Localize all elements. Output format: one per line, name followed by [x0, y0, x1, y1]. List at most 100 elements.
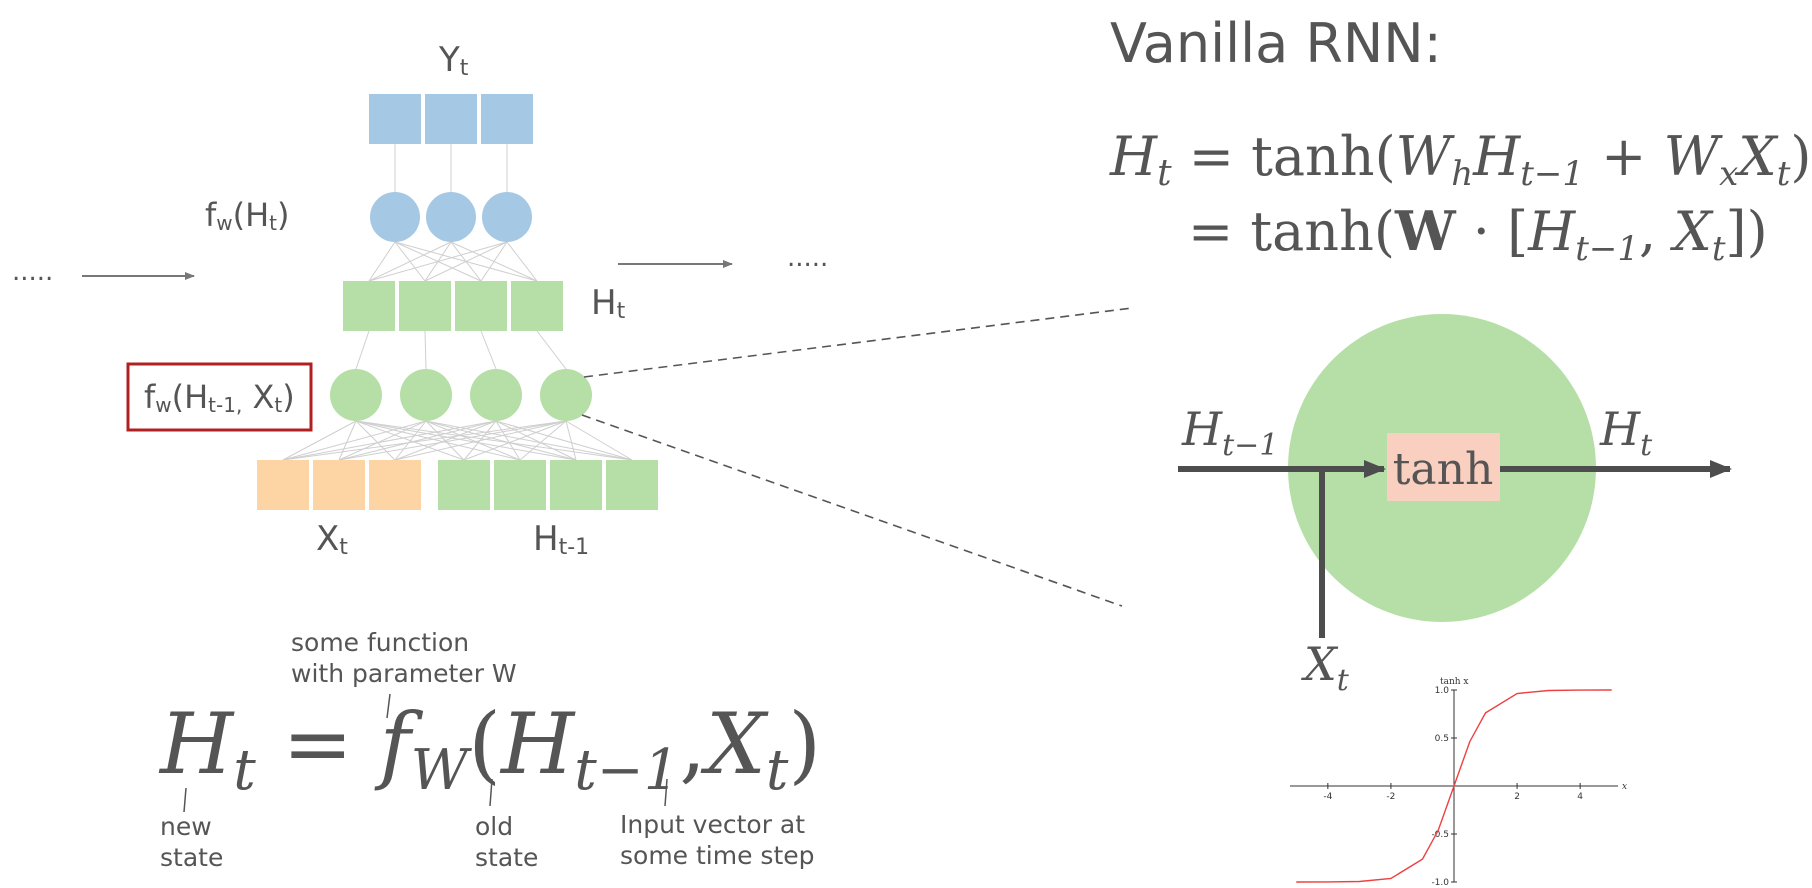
rnn-cell: tanh Ht−1 Ht Xt [1178, 314, 1732, 698]
edge [519, 420, 567, 461]
edge [424, 241, 508, 282]
prev-hidden-box [494, 460, 546, 510]
y-tick-label: -0.5 [1431, 830, 1449, 840]
output-neuron [370, 192, 420, 242]
output-box [425, 94, 477, 144]
edge [355, 420, 521, 461]
cell-input-label: Ht−1 [1181, 402, 1278, 463]
recurrent-neuron [540, 369, 592, 421]
edge [480, 241, 508, 282]
x-tick-label: -2 [1386, 792, 1395, 802]
cell-output-label: Ht [1599, 402, 1653, 463]
zoom-line-bottom [581, 414, 1123, 607]
dots-right: ..... [787, 243, 828, 273]
label-fw-ht: fw(Ht) [205, 196, 290, 235]
edge [424, 330, 427, 370]
main-equation: Ht = fW(Ht−1,Xt) [158, 695, 821, 803]
chart-title: tanh x [1440, 677, 1469, 687]
edge [368, 241, 452, 282]
edge [565, 420, 577, 461]
hidden-state-ht-layer [343, 281, 563, 331]
hidden-box [343, 281, 395, 331]
edge [338, 420, 357, 461]
edge [536, 330, 567, 370]
x-axis-label: x [1622, 782, 1627, 792]
edge [495, 420, 577, 461]
recurrent-neurons [330, 369, 592, 421]
hidden-box [399, 281, 451, 331]
edge [368, 241, 396, 282]
edge [282, 420, 567, 461]
network-connections [282, 144, 633, 461]
output-box [369, 94, 421, 144]
slide-title: Vanilla RNN: [1110, 12, 1442, 75]
edge [565, 420, 633, 461]
label-yt: Yt [438, 40, 469, 81]
edge [338, 420, 497, 461]
pointer-function [386, 693, 391, 719]
edge [355, 330, 370, 370]
prev-hidden-box [606, 460, 658, 510]
output-neuron [426, 192, 476, 242]
input-layer [257, 460, 658, 510]
recurrent-neuron [330, 369, 382, 421]
equation-line-2: = tanh(W · [Ht−1, Xt]) [1188, 199, 1768, 269]
edge [463, 420, 567, 461]
hidden-box [511, 281, 563, 331]
tanh-chart: -4 -2 2 4 1.0 0.5 -0.5 -1.0 tanh x x [1290, 677, 1627, 888]
pointer-old-state [489, 778, 493, 807]
edge [394, 420, 497, 461]
pointer-input [664, 778, 668, 807]
output-layer-yt [369, 94, 533, 144]
x-tick-label: -4 [1323, 792, 1332, 802]
input-xt-box [313, 460, 365, 510]
dots-left: ..... [12, 257, 53, 287]
cell-x-label: Xt [1301, 637, 1350, 698]
edge [394, 420, 427, 461]
y-tick-label: 1.0 [1435, 686, 1450, 696]
label-h-prev: Ht-1 [533, 519, 589, 560]
equation-line-1: Ht = tanh(WhHt−1 + WxXt) [1109, 125, 1811, 194]
recurrent-neuron [470, 369, 522, 421]
edge [480, 330, 497, 370]
label-xt: Xt [316, 519, 348, 560]
edge [355, 420, 577, 461]
hidden-box [455, 281, 507, 331]
edge [495, 420, 521, 461]
prev-hidden-box [438, 460, 490, 510]
edge [338, 420, 567, 461]
edge [282, 420, 427, 461]
edge [282, 420, 497, 461]
edge [368, 241, 508, 282]
input-xt-box [369, 460, 421, 510]
x-tick-label: 2 [1514, 792, 1520, 802]
edge [425, 420, 521, 461]
recurrent-neuron [400, 369, 452, 421]
highlight-box [126, 362, 313, 432]
label-ht: Ht [591, 283, 626, 324]
edge [506, 241, 538, 282]
x-tick-label: 4 [1577, 792, 1583, 802]
tanh-box [1387, 433, 1500, 501]
edge [425, 420, 577, 461]
input-xt-box [257, 460, 309, 510]
prev-hidden-box [550, 460, 602, 510]
y-tick-label: 0.5 [1435, 734, 1449, 744]
zoom-line-top [583, 307, 1133, 378]
pointer-new-state [183, 787, 187, 813]
tanh-label: tanh [1393, 444, 1494, 495]
edge [394, 420, 567, 461]
edge [355, 420, 396, 461]
output-neuron [482, 192, 532, 242]
edge [338, 420, 427, 461]
output-neurons [370, 192, 532, 242]
y-tick-label: -1.0 [1431, 878, 1449, 888]
label-fw-prev: fw(Ht-1, Xt) [144, 378, 295, 417]
tanh-curve [1296, 689, 1612, 883]
output-box [481, 94, 533, 144]
